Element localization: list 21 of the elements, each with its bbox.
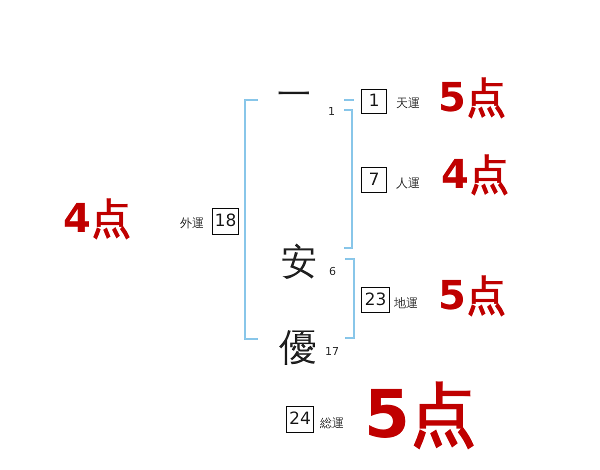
stroke-count: 6 (329, 266, 336, 277)
stroke-count: 1 (328, 106, 335, 117)
name-character: 安 (281, 245, 317, 281)
number-box: 24 (286, 406, 314, 433)
score-label: 5点 (364, 382, 476, 448)
fortune-label: 外運 (180, 217, 204, 229)
name-character: 優 (279, 328, 317, 366)
score-label: 5点 (438, 78, 506, 118)
score-label: 4点 (63, 199, 131, 239)
score-label: 4点 (441, 155, 509, 195)
fortune-label: 地運 (394, 297, 418, 309)
number-box: 7 (361, 167, 387, 193)
score-label: 5点 (438, 276, 506, 316)
stroke-count: 17 (325, 346, 339, 357)
fortune-label: 天運 (396, 97, 420, 109)
number-box: 18 (212, 208, 239, 235)
fortune-label: 人運 (396, 177, 420, 189)
name-character: 一 (277, 78, 311, 112)
number-box: 1 (361, 89, 387, 114)
fortune-label: 総運 (320, 417, 344, 429)
number-box: 23 (361, 287, 390, 313)
